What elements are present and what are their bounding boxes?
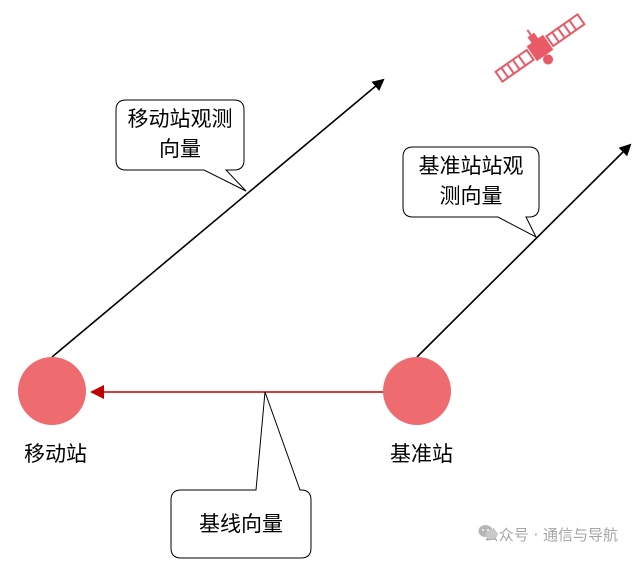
rover-observation-line1: 移动站观测 bbox=[127, 107, 233, 131]
base-observation-callout-text: 基准站站观 测向量 bbox=[403, 151, 539, 212]
rover-observation-callout bbox=[115, 99, 247, 192]
base-observation-callout bbox=[402, 146, 540, 239]
baseline-callout-text: 基线向量 bbox=[199, 512, 283, 536]
rover-observation-vector bbox=[51, 78, 385, 358]
watermark-text: 公众号 · 通信与导航 bbox=[483, 526, 618, 544]
watermark: 公众号 · 通信与导航 bbox=[478, 524, 618, 545]
baseline-callout bbox=[170, 391, 312, 559]
rover-station-label: 移动站 bbox=[24, 442, 87, 466]
rover-observation-line2: 向量 bbox=[159, 137, 201, 162]
base-observation-line1: 基准站站观 bbox=[418, 154, 524, 178]
base-observation-line2: 测向量 bbox=[439, 184, 503, 209]
satellite-icon bbox=[494, 13, 586, 83]
base-observation-vector bbox=[416, 143, 632, 358]
rover-observation-callout-text: 移动站观测 向量 bbox=[116, 104, 244, 165]
rover-station-node bbox=[18, 357, 86, 425]
base-station-label: 基准站 bbox=[390, 442, 453, 466]
base-station-node bbox=[383, 357, 451, 425]
